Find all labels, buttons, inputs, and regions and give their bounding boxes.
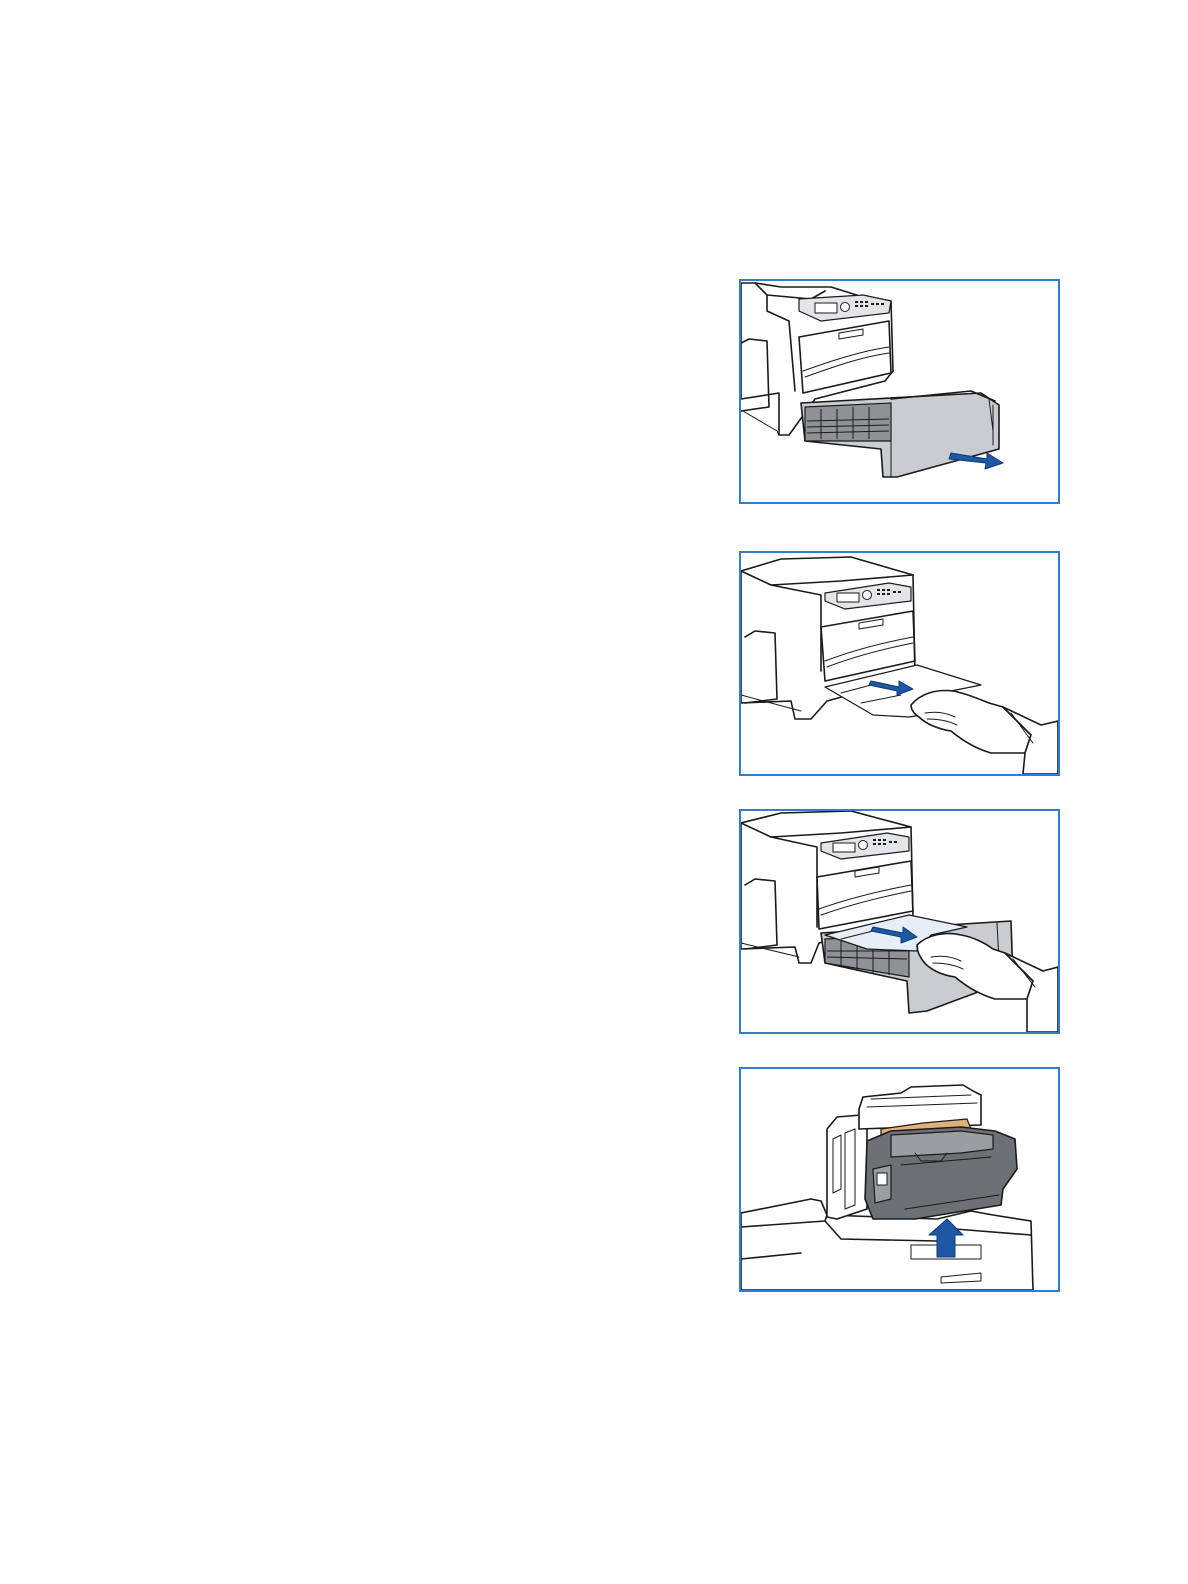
figure-lift-out-cartridge: [739, 1067, 1060, 1292]
printer-remove-jammed-paper-illustration: [741, 553, 1058, 774]
figure-pull-out-tray: [739, 279, 1060, 504]
figure-remove-paper-from-slot: [739, 551, 1060, 776]
printer-cartridge-removal-illustration: [741, 1069, 1058, 1290]
figure-remove-paper-from-tray: [739, 809, 1060, 1034]
printer-tray-remove-paper-illustration: [741, 811, 1058, 1032]
printer-tray-pull-out-illustration: [741, 281, 1058, 502]
